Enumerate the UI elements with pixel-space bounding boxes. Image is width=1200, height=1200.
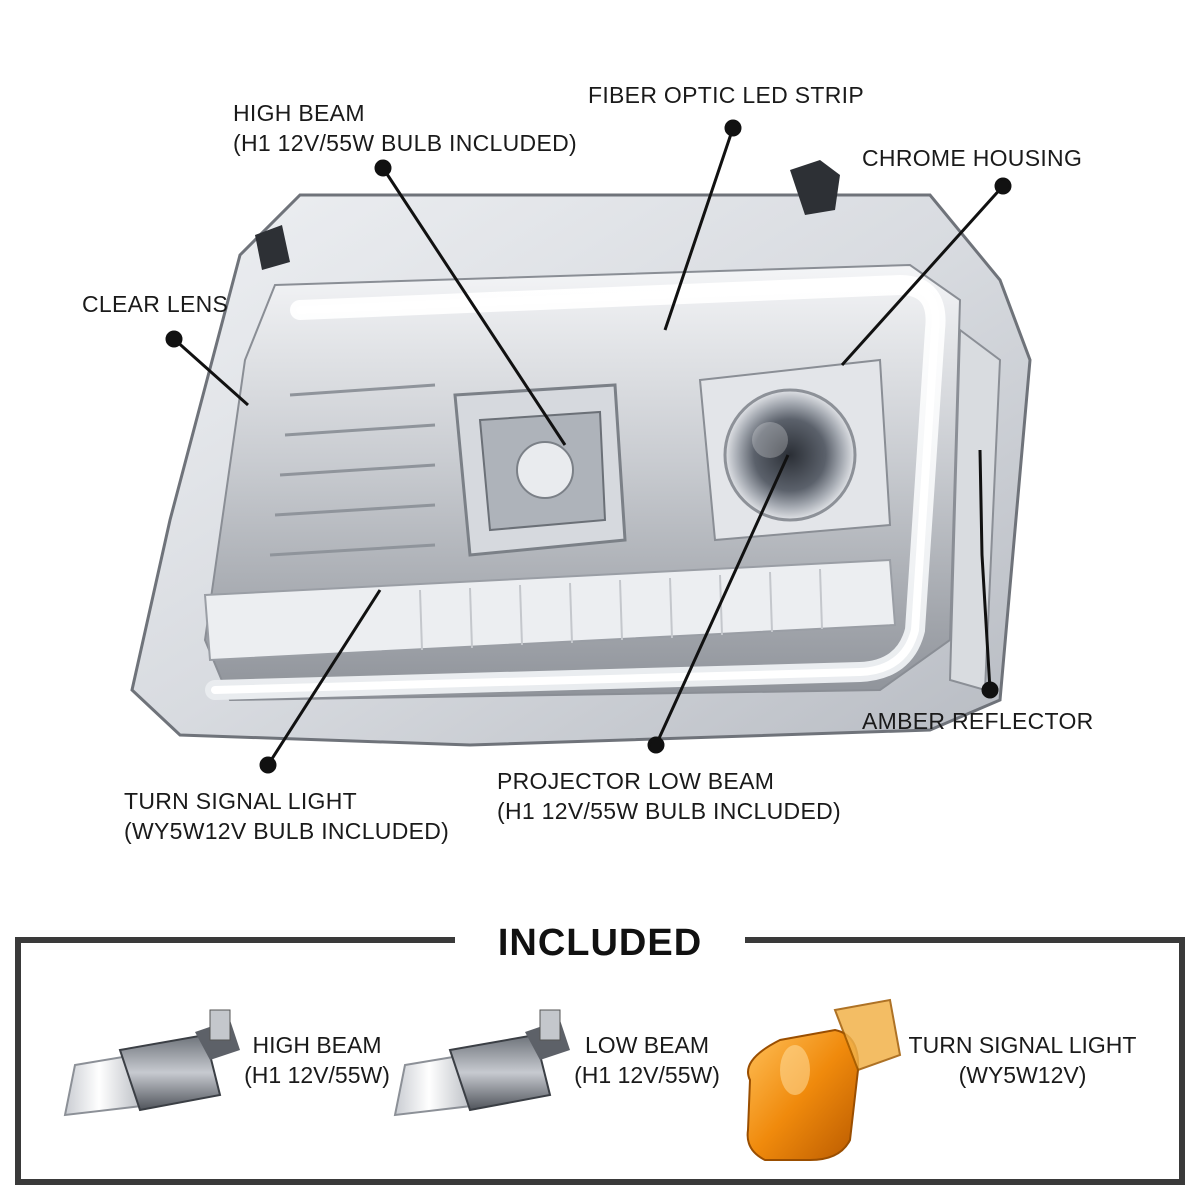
headlight-assembly [130, 160, 1032, 747]
included-frame [15, 937, 1185, 1185]
included-item-turn-signal-spec: (WY5W12V) [958, 1062, 1087, 1088]
mount-clip [790, 160, 840, 215]
callout-fiber-optic-title: FIBER OPTIC LED STRIP [588, 82, 864, 108]
callout-high-beam: HIGH BEAM (H1 12V/55W BULB INCLUDED) [233, 98, 577, 158]
included-item-low-beam-spec: (H1 12V/55W) [574, 1062, 720, 1088]
reflector-fins [269, 383, 436, 557]
callout-turn-signal-detail: (WY5W12V BULB INCLUDED) [124, 818, 450, 844]
turn-signal-bar [203, 558, 897, 662]
h1-bulb-icon [393, 1009, 570, 1117]
callout-turn-signal-title: TURN SIGNAL LIGHT [124, 788, 357, 814]
callout-clear-lens: CLEAR LENS [82, 289, 228, 319]
callout-amber-reflector-title: AMBER REFLECTOR [862, 708, 1094, 734]
included-item-high-beam: HIGH BEAM (H1 12V/55W) [232, 1030, 402, 1090]
callout-high-beam-detail: (H1 12V/55W BULB INCLUDED) [233, 130, 577, 156]
included-item-turn-signal-title: TURN SIGNAL LIGHT [908, 1032, 1137, 1058]
mount-tab-left [255, 225, 290, 270]
high-beam-bulb [516, 441, 574, 499]
included-item-low-beam: LOW BEAM (H1 12V/55W) [562, 1030, 732, 1090]
included-title: INCLUDED [497, 922, 703, 964]
h1-bulb-icon [63, 1009, 240, 1117]
callout-chrome-housing: CHROME HOUSING [862, 143, 1082, 173]
projector-lens [723, 388, 857, 522]
leader-lines [165, 119, 1012, 774]
callout-turn-signal: TURN SIGNAL LIGHT (WY5W12V BULB INCLUDED… [124, 786, 449, 846]
callout-chrome-housing-title: CHROME HOUSING [862, 145, 1083, 171]
callout-projector-title: PROJECTOR LOW BEAM [497, 768, 775, 794]
callout-high-beam-title: HIGH BEAM [233, 100, 365, 126]
included-item-high-beam-spec: (H1 12V/55W) [244, 1062, 390, 1088]
included-item-turn-signal: TURN SIGNAL LIGHT (WY5W12V) [895, 1030, 1150, 1090]
amber-wedge-bulb-icon [746, 998, 902, 1161]
callout-projector-low-beam: PROJECTOR LOW BEAM (H1 12V/55W BULB INCL… [497, 766, 841, 826]
callout-amber-reflector: AMBER REFLECTOR [862, 706, 1094, 736]
callout-projector-detail: (H1 12V/55W BULB INCLUDED) [497, 798, 841, 824]
included-item-low-beam-title: LOW BEAM [585, 1032, 709, 1058]
callout-fiber-optic: FIBER OPTIC LED STRIP [588, 80, 864, 110]
included-item-high-beam-title: HIGH BEAM [252, 1032, 382, 1058]
callout-clear-lens-title: CLEAR LENS [82, 291, 229, 317]
